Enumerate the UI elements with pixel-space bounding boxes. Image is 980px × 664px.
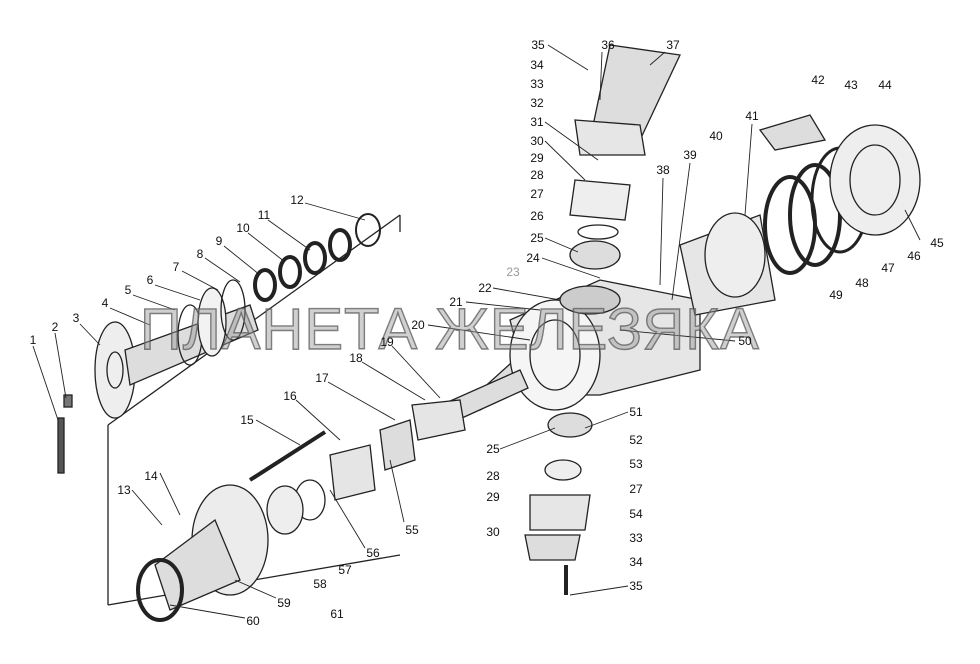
callout-54: 54 [629, 507, 643, 521]
callout-13: 13 [117, 483, 131, 497]
bolt [57, 394, 73, 474]
callout-22: 22 [478, 281, 492, 295]
callout-47: 47 [881, 261, 895, 275]
callout-27-lower: 27 [629, 482, 643, 496]
callout-11: 11 [257, 208, 271, 222]
callout-60: 60 [246, 614, 260, 628]
callout-36: 36 [601, 38, 615, 52]
callout-53: 53 [629, 457, 643, 471]
callout-33: 33 [530, 77, 544, 91]
callout-28-lower: 28 [486, 469, 500, 483]
callout-46: 46 [907, 249, 921, 263]
callout-17: 17 [315, 371, 329, 385]
callout-3: 3 [72, 311, 80, 325]
callout-34: 34 [530, 58, 544, 72]
callout-20: 20 [411, 318, 425, 332]
callout-24: 24 [526, 251, 540, 265]
callout-25-lower: 25 [486, 442, 500, 456]
callout-33-lower: 33 [629, 531, 643, 545]
callout-48: 48 [855, 276, 869, 290]
callout-15: 15 [240, 413, 254, 427]
callout-30: 30 [530, 134, 544, 148]
callout-29: 29 [530, 151, 544, 165]
half-shaft-with-gear [94, 279, 259, 419]
leader-lines [32, 44, 921, 619]
callout-1: 1 [29, 333, 37, 347]
callout-49: 49 [829, 288, 843, 302]
callout-45: 45 [930, 236, 944, 250]
callout-29-lower: 29 [486, 490, 500, 504]
callout-42: 42 [811, 73, 825, 87]
callout-35-lower: 35 [629, 579, 643, 593]
callout-6: 6 [146, 273, 154, 287]
callout-41: 41 [745, 109, 759, 123]
callout-35: 35 [531, 38, 545, 52]
right-seals-and-flange [763, 124, 921, 275]
callout-52: 52 [629, 433, 643, 447]
callout-30-lower: 30 [486, 525, 500, 539]
callout-19: 19 [380, 335, 394, 349]
callout-40: 40 [709, 129, 723, 143]
callout-38: 38 [656, 163, 670, 177]
callout-23: 23 [506, 265, 520, 279]
callout-12: 12 [290, 193, 304, 207]
callout-51: 51 [629, 405, 643, 419]
callout-16: 16 [283, 389, 297, 403]
callout-21: 21 [449, 295, 463, 309]
upper-kingpin-stack [569, 44, 681, 270]
callout-10: 10 [236, 221, 250, 235]
lower-kingpin-stack [524, 412, 593, 595]
callout-9: 9 [215, 234, 223, 248]
callout-27: 27 [530, 187, 544, 201]
callout-34-lower: 34 [629, 555, 643, 569]
cardan-joint [266, 399, 466, 535]
callout-4: 4 [101, 296, 109, 310]
callout-57: 57 [338, 563, 352, 577]
callout-37: 37 [666, 38, 680, 52]
callout-44: 44 [878, 78, 892, 92]
callout-61: 61 [330, 607, 344, 621]
steering-knuckle [679, 114, 827, 316]
callout-26: 26 [530, 209, 544, 223]
watermark: ПЛАНЕТА ЖЕЛЕЗЯКА [139, 296, 760, 362]
drive-shaft [248, 430, 327, 482]
callout-18: 18 [349, 351, 363, 365]
callout-28: 28 [530, 168, 544, 182]
callout-58: 58 [313, 577, 327, 591]
callout-43: 43 [844, 78, 858, 92]
callout-14: 14 [144, 469, 158, 483]
callout-39: 39 [683, 148, 697, 162]
callout-7: 7 [172, 260, 180, 274]
callout-2: 2 [51, 320, 59, 334]
seal-rings [253, 213, 381, 302]
callout-55: 55 [405, 523, 419, 537]
callout-50: 50 [738, 334, 752, 348]
callout-32: 32 [530, 96, 544, 110]
callout-59: 59 [277, 596, 291, 610]
callout-5: 5 [124, 283, 132, 297]
wheel-hub [136, 484, 269, 622]
callout-56: 56 [366, 546, 380, 560]
callout-8: 8 [196, 247, 204, 261]
callout-25: 25 [530, 231, 544, 245]
callout-31: 31 [530, 115, 544, 129]
